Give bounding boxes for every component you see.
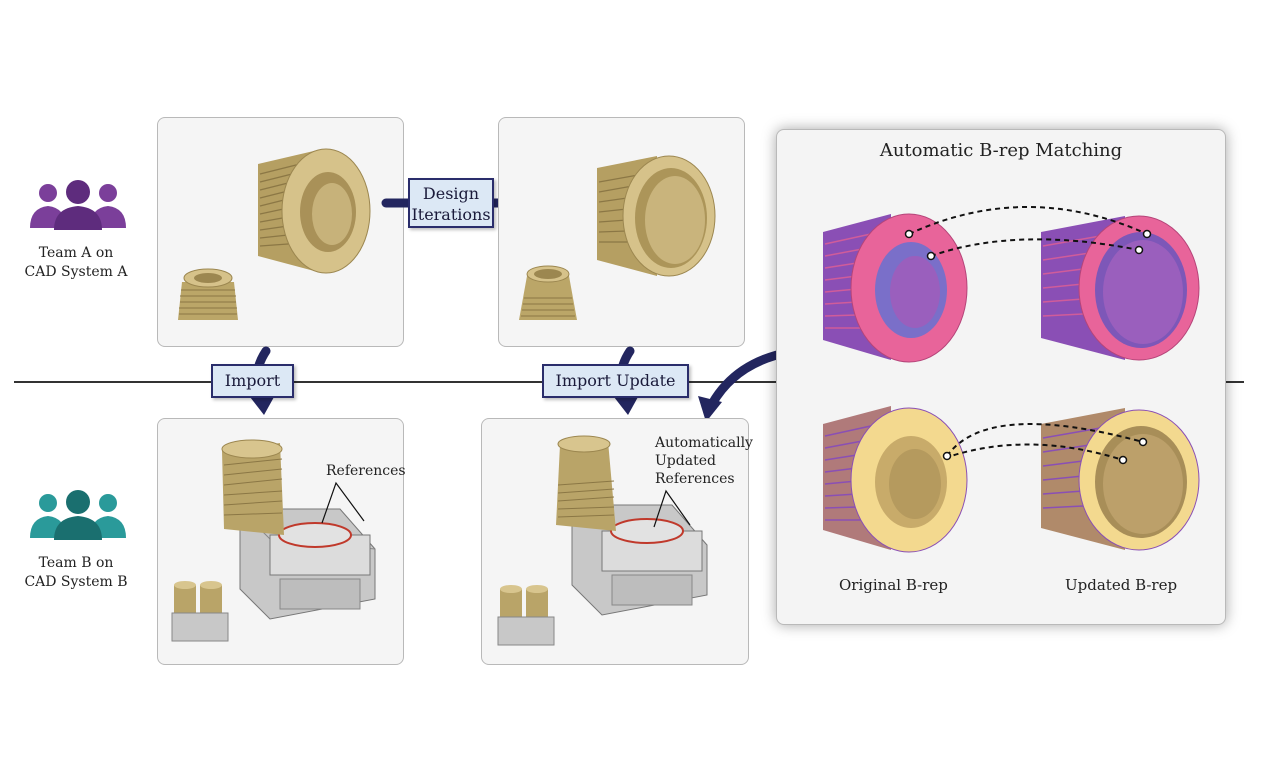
auto-line2: Updated xyxy=(655,453,716,469)
cylinder-large-gold xyxy=(258,148,371,274)
matching-links xyxy=(904,206,1152,465)
auto-references-text: Automatically Updated References xyxy=(655,434,753,488)
panel-assembly-original: References xyxy=(157,418,406,665)
cylinder-updated-gold xyxy=(597,155,716,277)
auto-line1: Automatically xyxy=(655,435,753,451)
matching-panel: Automatic B-rep Matching xyxy=(776,129,1226,625)
team-a-line1: Team A on xyxy=(38,245,114,261)
brep-original-pink xyxy=(823,213,968,363)
engine-assembly xyxy=(221,439,376,620)
cylinder-small-gold xyxy=(178,268,238,320)
engine-assembly-updated xyxy=(556,435,708,616)
team-b-label: Team B on CAD System B xyxy=(6,554,146,592)
panel-original-part xyxy=(157,117,404,347)
import-text: Import xyxy=(224,371,281,390)
brep-original-cream xyxy=(823,406,968,553)
team-b-line2: CAD System B xyxy=(24,574,128,590)
auto-line3: References xyxy=(655,471,735,487)
team-a-line2: CAD System A xyxy=(24,264,128,280)
panel-assembly-updated: Automatically Updated References xyxy=(481,418,753,665)
import-update-text: Import Update xyxy=(555,371,676,390)
original-brep-label: Original B-rep xyxy=(839,576,948,594)
design-iterations-label: Design Iterations xyxy=(408,178,494,228)
team-b-line1: Team B on xyxy=(38,555,114,571)
team-a-label: Team A on CAD System A xyxy=(6,244,146,282)
cylinder-small-updated-gold xyxy=(519,265,577,320)
parts-small-gold-updated xyxy=(497,585,555,646)
panel-updated-part xyxy=(498,117,745,347)
references-pointers xyxy=(321,481,365,524)
import-update-label: Import Update xyxy=(542,364,689,398)
team-b-icon xyxy=(30,490,126,540)
matching-title: Automatic B-rep Matching xyxy=(879,140,1123,161)
team-a-icon xyxy=(30,180,126,230)
import-label: Import xyxy=(211,364,294,398)
parts-small-gold xyxy=(171,581,229,642)
design-line2: Iterations xyxy=(411,205,491,224)
brep-updated-pink xyxy=(1041,215,1200,361)
updated-brep-label: Updated B-rep xyxy=(1065,576,1178,594)
auto-references-pointers xyxy=(653,489,691,528)
references-text: References xyxy=(326,463,406,479)
design-line1: Design xyxy=(422,184,480,203)
brep-updated-cream xyxy=(1041,408,1200,551)
